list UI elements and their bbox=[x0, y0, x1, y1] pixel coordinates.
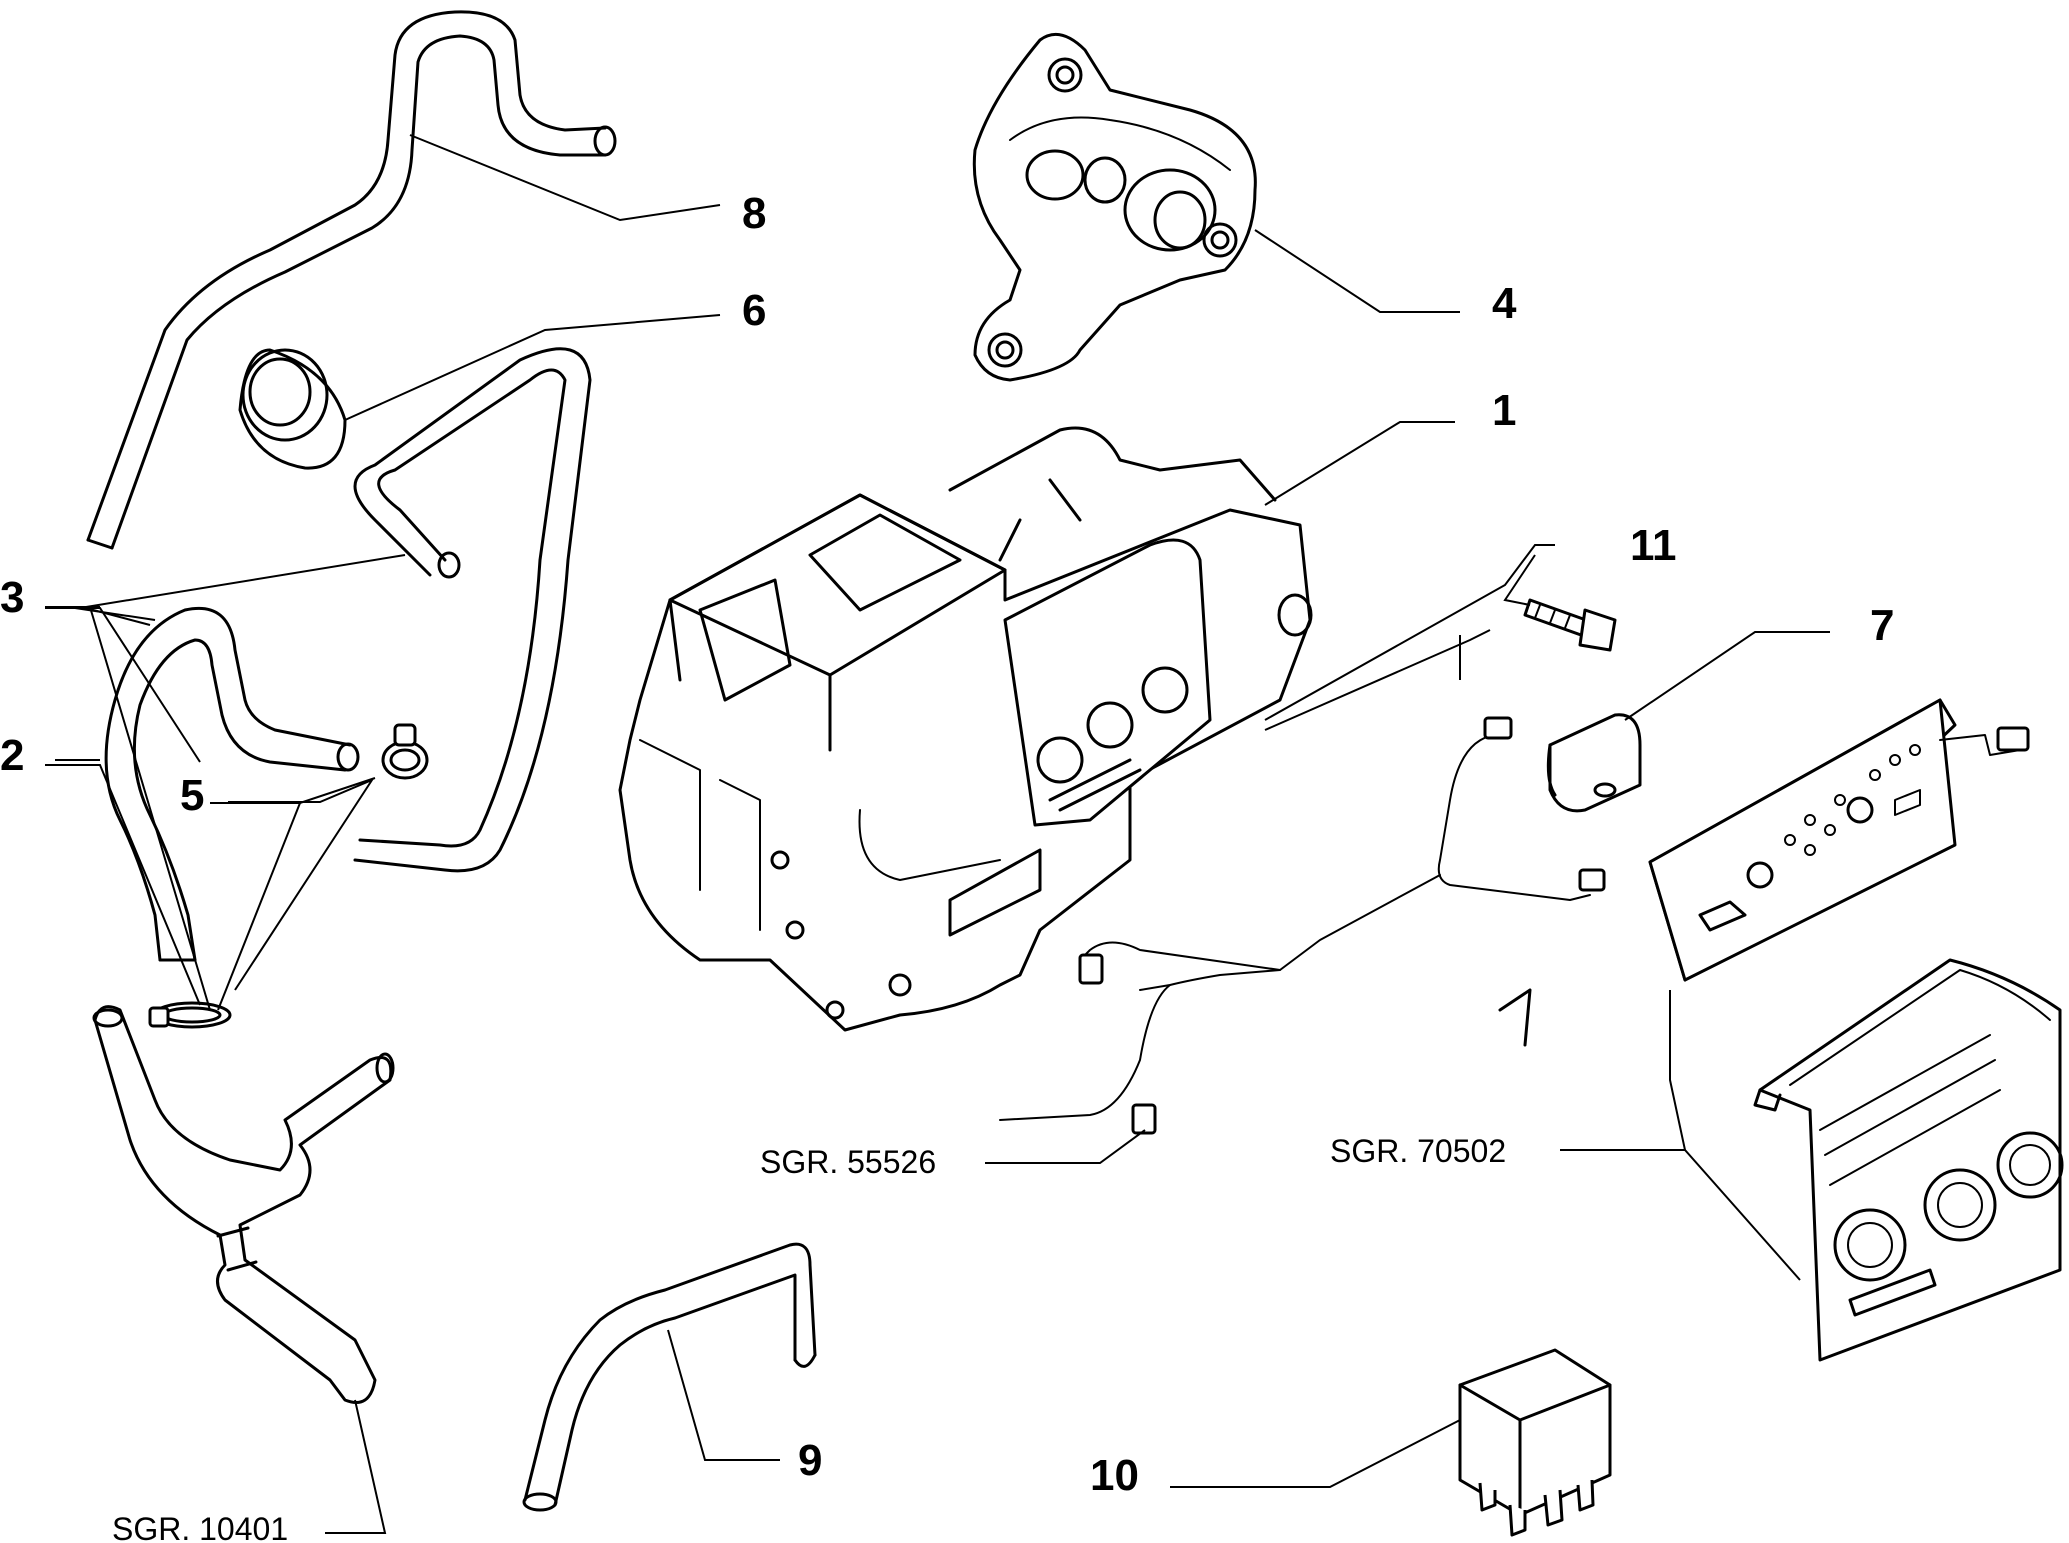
callout-1: 1 bbox=[1492, 386, 1516, 435]
part-7-knob bbox=[1546, 713, 1642, 813]
part-11-bolt bbox=[1523, 598, 1617, 652]
callout-10: 10 bbox=[1090, 1451, 1139, 1500]
callout-9: 9 bbox=[798, 1436, 822, 1485]
part-10-relay bbox=[1458, 1348, 1612, 1537]
part-2-hose bbox=[104, 606, 360, 962]
callout-4: 4 bbox=[1492, 279, 1517, 328]
part-6-grommet bbox=[238, 348, 347, 470]
wiring-harness bbox=[999, 716, 1606, 1135]
callout-6: 6 bbox=[742, 286, 766, 335]
callout-5: 5 bbox=[180, 771, 204, 820]
callout-7: 7 bbox=[1870, 601, 1894, 650]
callout-3: 3 bbox=[0, 573, 24, 622]
part-4-mounting-plate bbox=[972, 32, 1257, 382]
part-3-hose bbox=[353, 347, 592, 873]
part-9-hose bbox=[522, 1242, 817, 1512]
control-panel-bezel bbox=[1753, 958, 2064, 1362]
callout-8: 8 bbox=[742, 189, 766, 238]
reference-labels: SGR. 55526 SGR. 70502 SGR. 10401 bbox=[112, 1133, 1506, 1543]
part-8-hose bbox=[86, 10, 617, 550]
leader-lines bbox=[45, 134, 1830, 1534]
callout-labels: 8 6 4 1 11 7 3 2 5 9 10 bbox=[0, 189, 1894, 1500]
control-panel-front-plate bbox=[1648, 698, 2030, 982]
part-1-heater-unit bbox=[618, 426, 1313, 1032]
reference-connector-hose: SGR. 10401 bbox=[112, 1511, 288, 1543]
part-5-clips bbox=[148, 723, 429, 1029]
callout-11: 11 bbox=[1630, 521, 1677, 570]
reference-wiring-harness: SGR. 55526 bbox=[760, 1144, 936, 1180]
reference-control-panel: SGR. 70502 bbox=[1330, 1133, 1506, 1169]
callout-2: 2 bbox=[0, 731, 24, 780]
connector-hose-assembly bbox=[92, 1005, 395, 1404]
